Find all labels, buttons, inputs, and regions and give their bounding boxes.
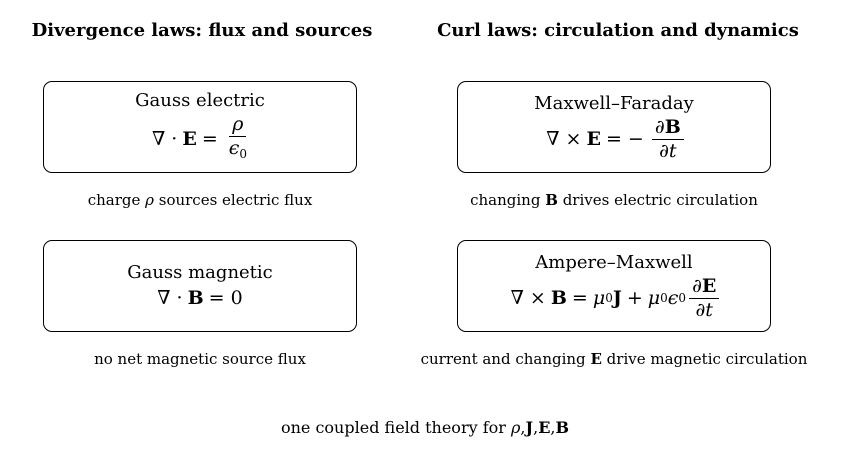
caption-text: sources electric flux <box>158 191 313 209</box>
ampere-maxwell-name: Ampere–Maxwell <box>535 251 693 273</box>
gauss-electric-equation: ∇ · E = ρ ϵ0 <box>147 113 253 165</box>
gauss-electric-name: Gauss electric <box>135 89 265 111</box>
partial-symbol: ∂ <box>654 115 665 138</box>
fraction-denominator: ∂t <box>695 298 713 321</box>
j-symbol: J <box>525 418 534 437</box>
fraction: ∂B ∂t <box>651 115 684 162</box>
caption-symbol: ρ <box>145 191 154 209</box>
equation-rhs: = 0 <box>208 287 243 309</box>
epsilon-symbol: ϵ <box>667 287 679 309</box>
maxwell-faraday-name: Maxwell–Faraday <box>534 92 694 114</box>
field-symbol: E <box>182 128 197 150</box>
equals-sign: = <box>201 128 218 150</box>
footer-text: one coupled field theory for <box>280 418 506 437</box>
fraction: ∂E ∂t <box>689 274 720 321</box>
nabla-cross-operator: ∇ × <box>510 287 546 309</box>
caption-text: charge <box>87 191 141 209</box>
gauss-magnetic-caption: no net magnetic source flux <box>94 350 306 368</box>
rho-symbol: ρ <box>511 418 521 437</box>
subscript: 0 <box>239 146 248 161</box>
epsilon-symbol: ϵ <box>228 136 240 159</box>
gauss-magnetic-equation: ∇ · B = 0 <box>152 286 247 310</box>
field-symbol: B <box>187 287 204 309</box>
field-symbol: B <box>664 115 681 138</box>
fraction-numerator: ∂B <box>651 115 684 140</box>
subscript: 0 <box>678 291 687 305</box>
fraction-numerator: ∂E <box>689 274 720 299</box>
b-symbol: B <box>555 418 570 437</box>
separator: , <box>533 418 539 437</box>
fraction-numerator: ρ <box>229 113 247 137</box>
footer-summary: one coupled field theory for ρ,J,E,B <box>0 418 850 437</box>
maxwell-faraday-box: Maxwell–Faraday ∇ × E = − ∂B ∂t <box>457 81 771 173</box>
field-symbol: E <box>701 274 717 297</box>
partial-symbol: ∂ <box>692 274 702 297</box>
ampere-maxwell-caption: current and changing E drive magnetic ci… <box>390 350 838 368</box>
plus-sign: + <box>626 287 643 309</box>
e-symbol: E <box>538 418 551 437</box>
caption-symbol: E <box>590 350 602 368</box>
gauss-magnetic-name: Gauss magnetic <box>127 262 273 283</box>
fraction: ρ ϵ0 <box>226 113 250 165</box>
subscript: 0 <box>660 291 668 305</box>
gauss-electric-caption: charge ρ sources electric flux <box>43 191 357 209</box>
gauss-electric-box: Gauss electric ∇ · E = ρ ϵ0 <box>43 81 357 173</box>
fraction-denominator: ∂t <box>659 139 677 162</box>
maxwell-faraday-caption: changing B drives electric circulation <box>420 191 808 209</box>
caption-text: changing <box>470 191 541 209</box>
caption-text: drive magnetic circulation <box>606 350 808 368</box>
separator: , <box>550 418 556 437</box>
maxwell-faraday-equation: ∇ × E = − ∂B ∂t <box>541 115 687 162</box>
field-symbol: B <box>550 287 567 309</box>
caption-symbol: B <box>545 191 558 209</box>
equals-minus-sign: = − <box>605 128 644 150</box>
nabla-cross-operator: ∇ × <box>546 128 582 150</box>
field-symbol: E <box>586 128 601 150</box>
caption-text: drives electric circulation <box>562 191 758 209</box>
mu-symbol: μ <box>647 287 661 309</box>
gauss-magnetic-box: Gauss magnetic ∇ · B = 0 <box>43 240 357 332</box>
equals-sign: = <box>571 287 588 309</box>
caption-text: current and changing <box>420 350 586 368</box>
current-density-symbol: J <box>612 287 622 309</box>
mu-symbol: μ <box>592 287 606 309</box>
subscript: 0 <box>605 291 613 305</box>
nabla-dot-operator: ∇ · <box>157 287 183 309</box>
curl-laws-title: Curl laws: circulation and dynamics <box>437 20 799 41</box>
separator: , <box>520 418 526 437</box>
nabla-dot-operator: ∇ · <box>151 128 178 150</box>
divergence-laws-title: Divergence laws: flux and sources <box>31 20 373 41</box>
fraction-denominator: ϵ0 <box>226 137 250 165</box>
